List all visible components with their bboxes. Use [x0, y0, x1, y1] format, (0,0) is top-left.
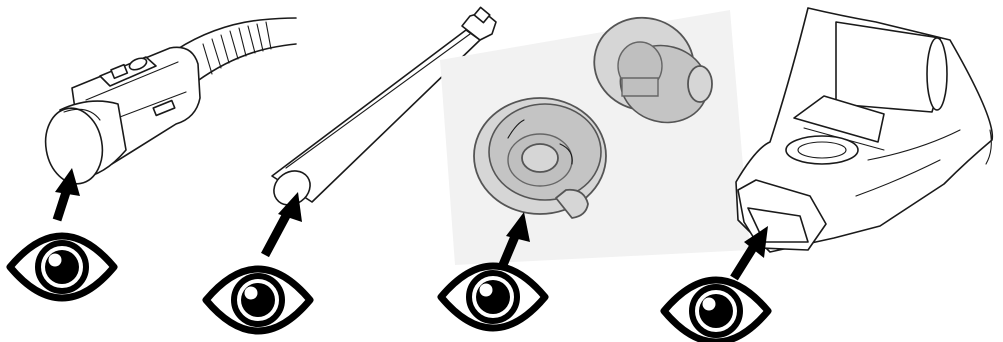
eye-icon	[10, 236, 114, 298]
hose-handle-illustration	[40, 18, 296, 188]
nozzle-caps-illustration	[440, 7, 750, 265]
eye-icon	[441, 266, 545, 328]
base-inlet-illustration	[736, 8, 992, 252]
eye-icon	[206, 269, 310, 331]
eye-icon	[664, 280, 768, 342]
